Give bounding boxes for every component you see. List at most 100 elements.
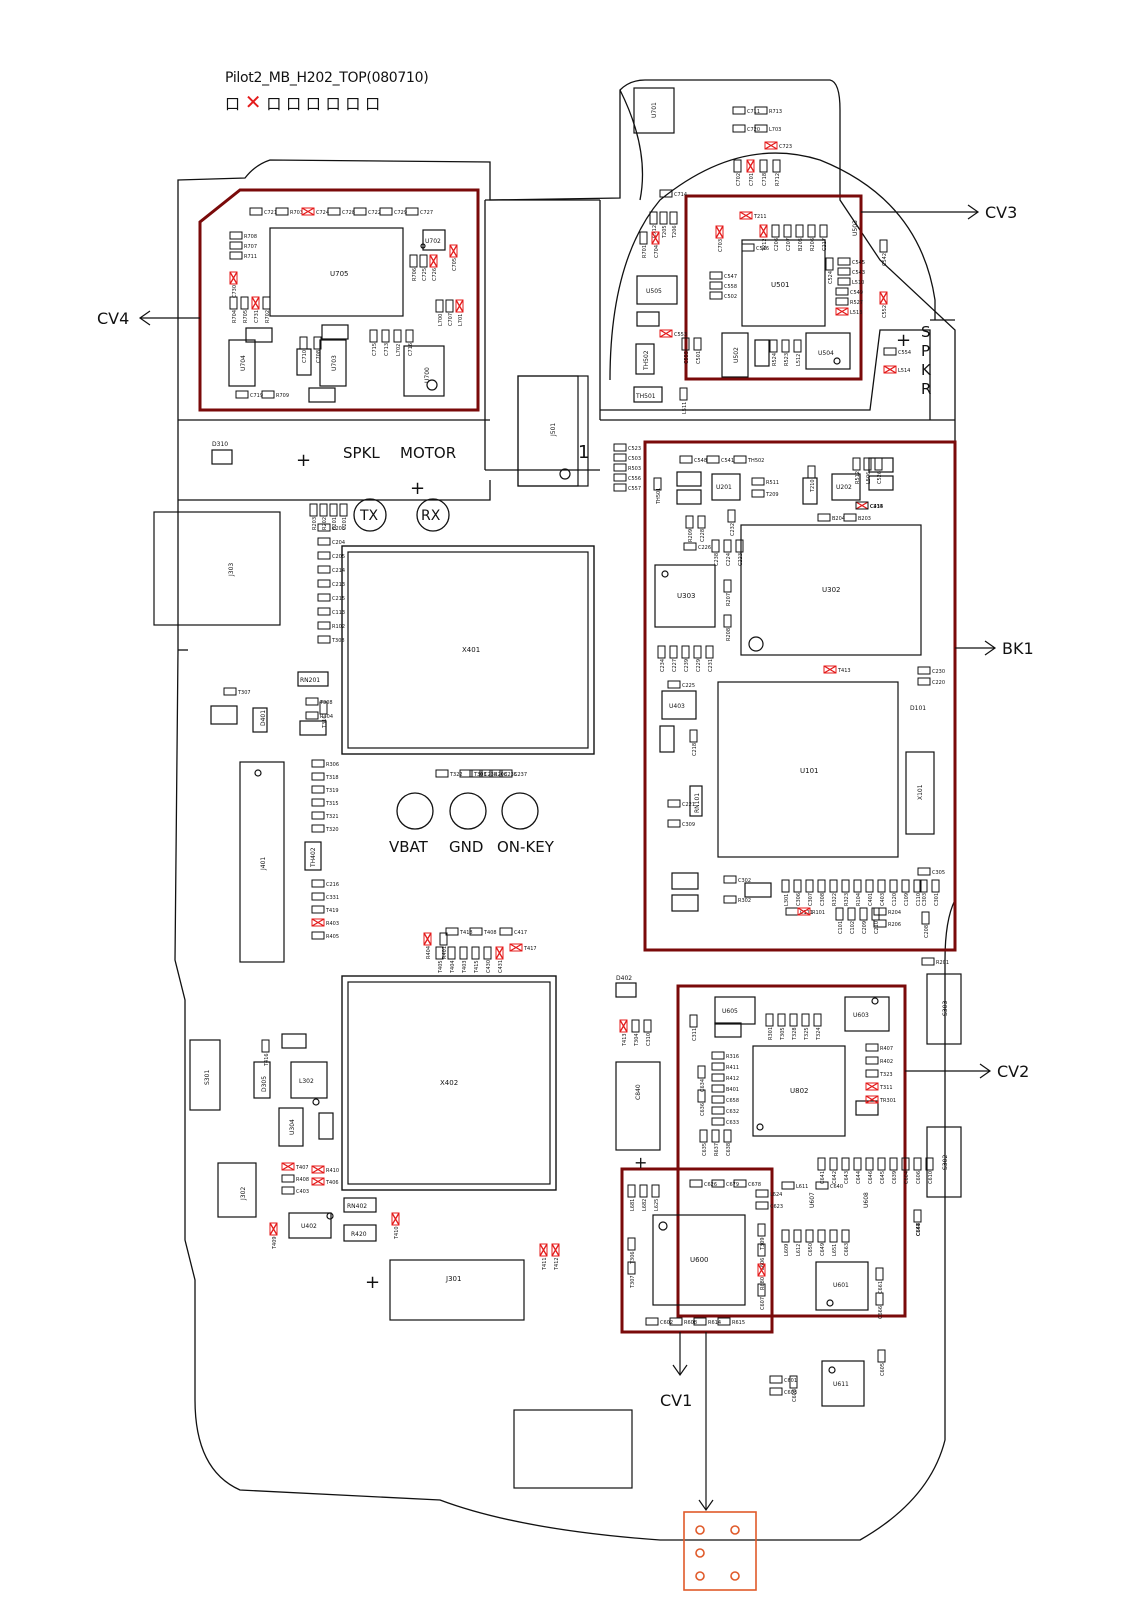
smd-c718: C718 — [759, 159, 768, 186]
smd-label: C301 — [934, 893, 940, 906]
chip-u504-body — [805, 332, 851, 370]
smd-t418: T418 — [445, 927, 473, 936]
smd-label: C731 — [254, 310, 260, 323]
chip-u703-body — [319, 339, 347, 387]
smd-t408: T408 — [469, 927, 497, 936]
smd-t409: T409 — [269, 1222, 278, 1250]
smd-c553: C553 — [659, 329, 687, 338]
smd-label: C638 — [726, 1143, 732, 1156]
smd-label: C679 — [726, 1182, 739, 1188]
label-cv4: CV4 — [97, 309, 129, 328]
smd-label: T419 — [325, 908, 339, 914]
smd-label: R203 — [312, 517, 318, 530]
smd-r201: R201 — [921, 957, 949, 966]
smd-label: C503 — [628, 456, 641, 462]
defect-mark-icon — [659, 329, 673, 338]
label-spkr-k: K — [921, 361, 932, 379]
smd-label: C545 — [852, 260, 865, 266]
smd-r204: R204 — [873, 907, 901, 916]
smd-label: C722 — [368, 210, 381, 216]
smd-c311: C311 — [689, 1014, 698, 1041]
smd-c403: C403 — [281, 1186, 309, 1195]
smd-label: R102 — [332, 624, 345, 630]
smd-label: L681 — [630, 1199, 636, 1211]
smd-r407: R407 — [865, 1043, 893, 1052]
smd-label: R206 — [810, 238, 816, 251]
chip-rn101: RN101 — [694, 793, 701, 813]
smd-r404: R404 — [423, 932, 432, 959]
smd-c229: C229 — [693, 645, 702, 672]
rn402 — [343, 1197, 377, 1213]
smd-r322: R322 — [829, 879, 838, 906]
smd-r701: R701 — [639, 231, 648, 258]
smd-label: R503 — [628, 466, 641, 472]
smd-label: R706 — [412, 268, 418, 281]
smd-l703: L703 — [754, 124, 781, 133]
smd-c558: C558 — [709, 281, 737, 290]
smd-c239: C239 — [681, 645, 690, 672]
crystal-x101 — [905, 751, 935, 835]
smd-t311: T311 — [865, 1082, 893, 1091]
smd-label: C311 — [692, 1028, 698, 1041]
defect-mark-icon — [429, 254, 438, 268]
smd-label: R680 — [760, 1277, 766, 1290]
smd-c727: C727 — [405, 207, 433, 216]
smd-label: C234 — [660, 659, 666, 672]
smd-c526: C526 — [874, 457, 883, 484]
smd-c702: C702 — [733, 159, 742, 186]
label-tx: TX — [359, 508, 379, 524]
smd-c524: C524 — [825, 257, 834, 284]
smd-t308: T308 — [317, 635, 345, 644]
chip-u303: U303 — [677, 592, 695, 600]
smd-label: R712 — [775, 173, 781, 186]
smd-c102: C102 — [847, 907, 856, 934]
smd-c610: C610 — [925, 1157, 934, 1184]
chip-u304: U304 — [289, 1119, 296, 1135]
smd-c707: C707 — [445, 299, 454, 326]
smd-c608: C608 — [789, 1375, 798, 1402]
smd-label: R523 — [784, 353, 790, 366]
chip-u402-body — [288, 1212, 332, 1239]
smd-label: C207 — [786, 238, 792, 251]
smd-label: C552 — [882, 305, 888, 318]
diode-d401 — [252, 707, 268, 733]
cap-b204 — [676, 471, 702, 487]
board-outline — [174, 79, 956, 1541]
smd-label: T320 — [325, 827, 339, 833]
smd-label: C102 — [850, 921, 856, 934]
smd-label: C502 — [724, 294, 737, 300]
smd-t406: T406 — [311, 1177, 339, 1186]
smd-label: R316 — [726, 1054, 739, 1060]
chip-d310: D310 — [212, 441, 228, 448]
smd-label: C715 — [372, 343, 378, 356]
smd-label: C704 — [654, 245, 660, 258]
smd-label: C228 — [700, 529, 706, 542]
chip-s301: S301 — [204, 1070, 211, 1085]
smd-r202: R202 — [319, 503, 328, 530]
defect-mark-icon — [301, 207, 315, 216]
defect-mark-icon — [495, 946, 504, 960]
smd-label: R702 — [265, 310, 271, 323]
smd-label: C239 — [684, 659, 690, 672]
smd-label: B401 — [726, 1087, 739, 1093]
smd-label: T408 — [483, 930, 497, 936]
smd-c710: C710 — [299, 336, 308, 363]
smd-r702: R702 — [262, 296, 271, 323]
smd-label: C663 — [844, 1243, 850, 1256]
smd-r412: R412 — [711, 1073, 739, 1082]
cap-c840 — [615, 1061, 661, 1151]
defect-mark-icon — [551, 1243, 560, 1257]
smd-label: T311 — [879, 1085, 893, 1091]
smd-label: R615 — [732, 1320, 745, 1326]
smd-label: L700 — [438, 314, 444, 326]
smd-l682: L682 — [639, 1184, 648, 1211]
smd-c230: C230 — [917, 666, 945, 675]
chip-th402: TH402 — [310, 847, 317, 868]
smd-label: C113 — [332, 610, 345, 616]
crystal-x402 — [341, 975, 557, 1191]
smd-label: R202 — [322, 517, 328, 530]
smd-t413: T413 — [823, 665, 851, 674]
smd-t318: T318 — [311, 772, 339, 781]
th502 — [635, 343, 655, 375]
smd-label: C607 — [760, 1297, 766, 1310]
